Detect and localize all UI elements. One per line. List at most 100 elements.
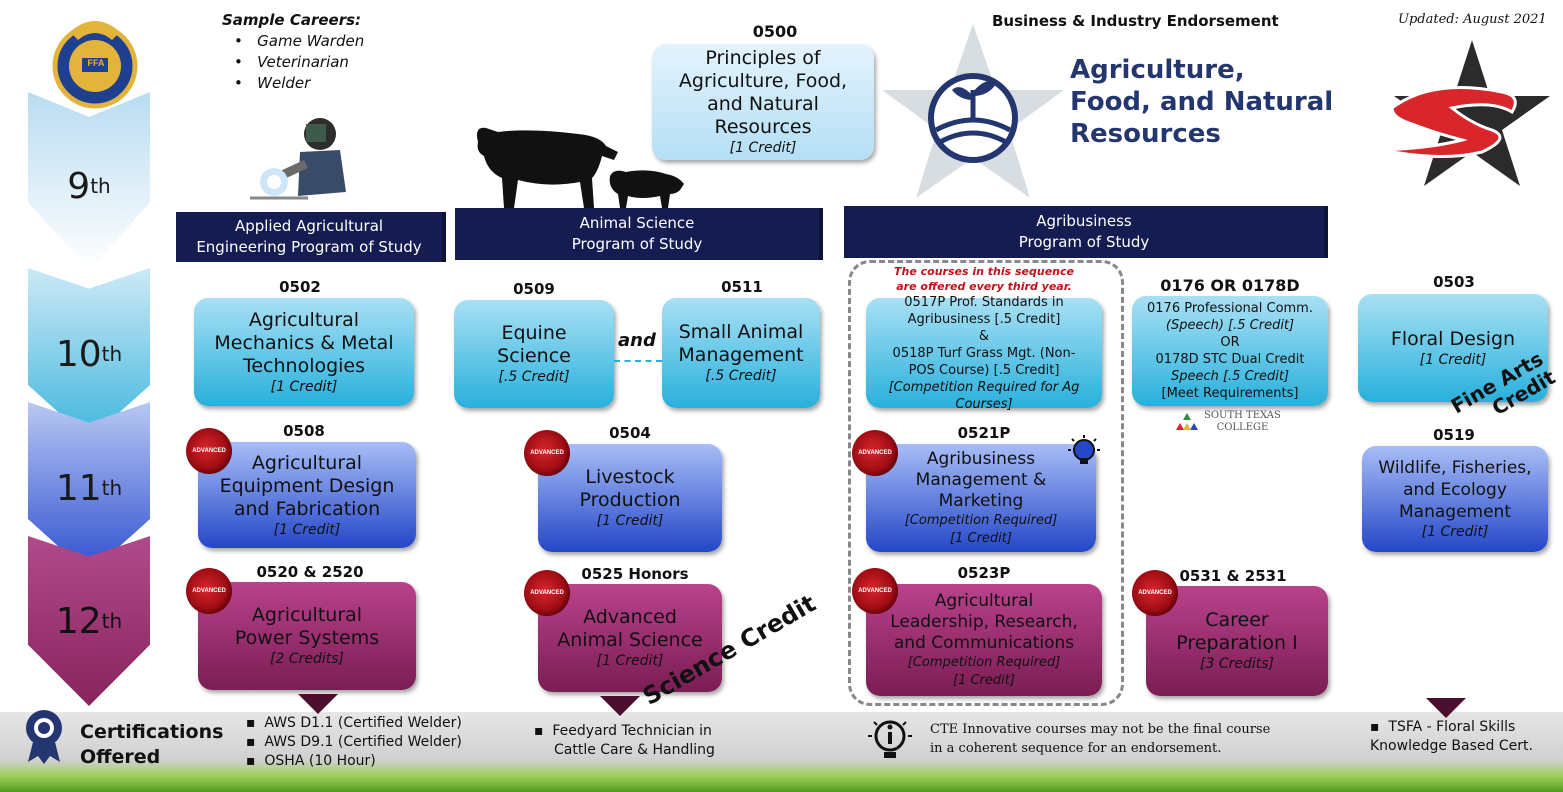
course-title: and Natural <box>707 93 819 115</box>
course-text: Agribusiness [.5 Credit] <box>907 311 1061 327</box>
pathway-title: Animal Science <box>579 214 695 232</box>
ffa-emblem-icon: FFA ® <box>50 14 140 110</box>
advanced-badge-icon: ADVANCED <box>1132 570 1178 616</box>
course-0525-box[interactable]: Advanced Animal Science [1 Credit] <box>538 584 722 692</box>
course-credit: [1 Credit] <box>596 513 664 529</box>
course-0531-box[interactable]: Career Preparation I [3 Credits] <box>1146 586 1328 696</box>
grade-10-suffix: th <box>101 342 123 366</box>
course-text: & <box>978 328 990 344</box>
cluster-title: Agriculture, Food, and Natural Resources <box>1070 54 1333 150</box>
cte-innovative-note: CTE Innovative courses may not be the fi… <box>930 720 1270 758</box>
course-0503-box[interactable]: Floral Design [1 Credit] <box>1358 294 1548 402</box>
course-code-0176: 0176 OR 0178D <box>1160 276 1300 295</box>
grade-9-suffix: th <box>90 174 111 198</box>
course-0504-box[interactable]: Livestock Production [1 Credit] <box>538 444 722 552</box>
lightbulb-icon <box>1064 434 1104 468</box>
course-title: Leadership, Research, <box>890 611 1078 632</box>
course-code-0509: 0509 <box>513 280 555 298</box>
course-title: Equipment Design <box>219 474 395 497</box>
course-title: Production <box>579 489 681 511</box>
course-title: Floral Design <box>1390 327 1516 350</box>
pathway-header-agribusiness[interactable]: Agribusiness Program of Study <box>844 206 1328 258</box>
career-item: • Veterinarian <box>234 53 349 71</box>
course-title: Agricultural <box>251 451 363 474</box>
course-code-0519: 0519 <box>1433 426 1475 444</box>
pathway-header-engineering[interactable]: Applied Agricultural Engineering Program… <box>176 212 446 262</box>
grade-9-label: 9 <box>67 165 91 207</box>
pathway-title: Agribusiness <box>1036 212 1132 230</box>
certifications-title-line: Certifications <box>80 721 224 743</box>
course-0509-box[interactable]: Equine Science [.5 Credit] <box>454 300 614 408</box>
course-credit: [.5 Credit] <box>498 369 570 385</box>
cert-item: ▪ OSHA (10 Hour) <box>246 753 376 769</box>
career-item: • Welder <box>234 74 311 92</box>
course-0519-box[interactable]: Wildlife, Fisheries, and Ecology Managem… <box>1362 446 1548 552</box>
course-credit: [1 Credit] <box>950 530 1012 546</box>
course-title: Resources <box>714 116 812 138</box>
course-title: Preparation I <box>1176 632 1298 654</box>
course-text: POS Course) [.5 Credit] <box>908 362 1060 378</box>
course-0517-box[interactable]: 0517P Prof. Standards in Agribusiness [.… <box>866 295 1102 412</box>
cluster-title-line: Agriculture, <box>1070 55 1245 85</box>
course-0508-box[interactable]: Agricultural Equipment Design and Fabric… <box>198 442 416 548</box>
stc-line: SOUTH TEXAS <box>1204 410 1281 421</box>
course-text: (Speech) [.5 Credit] <box>1165 318 1295 333</box>
course-credit: [1 Credit] <box>1419 351 1487 368</box>
course-credit: [1 Credit] <box>270 378 338 395</box>
course-0511-box[interactable]: Small Animal Management [.5 Credit] <box>662 298 820 408</box>
advanced-badge-icon: ADVANCED <box>852 568 898 614</box>
animal-certifications: ▪ Feedyard Technician in Cattle Care & H… <box>534 722 715 760</box>
ffa-letters: FFA <box>87 58 105 68</box>
course-text: OR <box>1220 335 1240 350</box>
course-text: Speech [.5 Credit] <box>1170 369 1290 384</box>
course-0521-box[interactable]: Agribusiness Management & Marketing [Com… <box>866 444 1096 552</box>
course-text: Courses] <box>955 396 1013 412</box>
welder-icon <box>248 112 352 204</box>
course-0176-box[interactable]: 0176 Professional Comm. (Speech) [.5 Cre… <box>1132 296 1328 406</box>
course-0500-box[interactable]: Principles of Agriculture, Food, and Nat… <box>652 44 874 160</box>
course-0523-box[interactable]: Agricultural Leadership, Research, and C… <box>866 584 1102 696</box>
certifications-bar <box>0 712 1563 792</box>
course-credit: [1 Credit] <box>596 653 664 669</box>
course-title: Power Systems <box>234 627 380 649</box>
course-text: 0518P Turf Grass Mgt. (Non- <box>892 345 1076 361</box>
cte-note-line: in a coherent sequence for an endorsemen… <box>930 741 1222 756</box>
and-connector <box>614 360 662 362</box>
course-0520-box[interactable]: Agricultural Power Systems [2 Credits] <box>198 582 416 690</box>
sequence-note: The courses in this sequence are offered… <box>866 264 1102 294</box>
certifications-title-line: Offered <box>80 746 161 768</box>
pathway-title: Applied Agricultural <box>234 217 384 235</box>
course-0502-box[interactable]: Agricultural Mechanics & Metal Technolog… <box>194 298 414 406</box>
sequence-note-line: are offered every third year. <box>896 280 1072 293</box>
course-code-0502: 0502 <box>279 278 321 296</box>
course-title: Technologies <box>242 354 366 377</box>
pathway-title: Program of Study <box>571 235 703 253</box>
grade-12-suffix: th <box>101 609 123 633</box>
course-title: and Fabrication <box>233 497 381 520</box>
stc-text: SOUTH TEXAS COLLEGE <box>1204 410 1281 434</box>
course-title: Agricultural <box>251 604 363 626</box>
advanced-badge-icon: ADVANCED <box>524 570 570 616</box>
course-code-0508: 0508 <box>283 422 325 440</box>
sample-careers-title: Sample Careers: <box>222 11 362 29</box>
stc-line: COLLEGE <box>1216 422 1269 433</box>
course-title: Agribusiness <box>926 448 1036 469</box>
course-code-0511: 0511 <box>721 278 763 296</box>
pathway-header-animal-science[interactable]: Animal Science Program of Study <box>455 208 823 260</box>
course-credit: [.5 Credit] <box>705 368 777 384</box>
award-ribbon-icon <box>22 708 66 764</box>
course-note: [Competition Required] <box>907 654 1061 670</box>
s-star-logo-icon <box>1372 38 1552 188</box>
course-title: Small Animal <box>678 321 804 343</box>
arrow-down-icon <box>298 694 338 714</box>
course-title: Wildlife, Fisheries, <box>1378 458 1532 478</box>
advanced-badge-icon: ADVANCED <box>852 430 898 476</box>
cert-item: Knowledge Based Cert. <box>1370 738 1533 754</box>
course-credit: [1 Credit] <box>1421 524 1489 540</box>
endorsement-label: Business & Industry Endorsement <box>992 12 1279 30</box>
course-code-0500: 0500 <box>752 22 798 41</box>
course-title: Career <box>1205 609 1269 631</box>
course-code-0503: 0503 <box>1433 273 1475 291</box>
course-title: Mechanics & Metal <box>214 331 394 354</box>
pathway-title: Engineering Program of Study <box>196 238 422 256</box>
